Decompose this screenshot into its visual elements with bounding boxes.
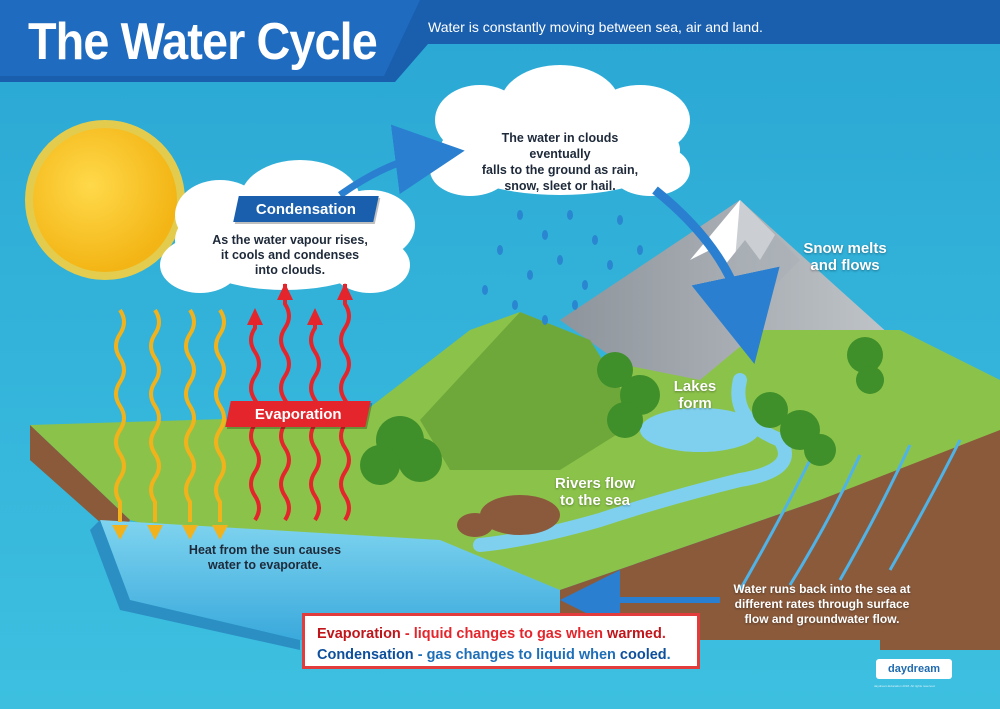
river xyxy=(473,373,792,552)
evaporation-line-1: Heat from the sun causes xyxy=(188,543,342,557)
rivers-flow-label: Rivers flow to the sea xyxy=(540,475,650,509)
heat-ray-arrowheads xyxy=(112,525,228,540)
sun-icon xyxy=(25,120,185,280)
evaporation-description: Heat from the sun causes water to evapor… xyxy=(180,543,350,573)
heat-rays xyxy=(114,308,226,522)
soil-left-edge xyxy=(30,425,130,540)
evaporation-line-2: water to evaporate. xyxy=(208,558,322,572)
rocks xyxy=(457,495,560,537)
definitions-legend: Evaporation - liquid changes to gas when… xyxy=(302,613,700,669)
condensation-line-2: it cools and condenses xyxy=(220,248,360,262)
condensation-label: Condensation xyxy=(256,200,356,218)
rivers-line-1: Rivers flow xyxy=(554,475,636,492)
rain-drops xyxy=(482,210,643,325)
precipitation-description: The water in clouds eventually falls to … xyxy=(470,130,650,194)
daydream-logo: daydream xyxy=(876,659,952,679)
evaporation-keyword: warmed xyxy=(607,626,662,642)
sea-water xyxy=(100,520,560,640)
page-subtitle: Water is constantly moving between sea, … xyxy=(428,19,763,35)
snow-line-2: and flows xyxy=(810,257,880,274)
precipitation-line-3: snow, sleet or hail. xyxy=(504,179,616,193)
title-band xyxy=(0,0,420,76)
runoff-line-2: different rates through surface xyxy=(734,597,910,611)
condensation-line-3: into clouds. xyxy=(254,263,326,277)
condensation-term: Condensation xyxy=(317,647,414,663)
precipitation-line-2: falls to the ground as rain, xyxy=(481,163,639,177)
trees xyxy=(360,337,884,485)
condensation-def-text: gas changes to liquid when xyxy=(426,647,620,663)
groundwater-channels xyxy=(738,439,962,591)
condensation-keyword: cooled xyxy=(619,647,667,663)
precipitation-arrow xyxy=(652,186,780,364)
evaporation-end: . xyxy=(661,626,666,642)
lakes-line-2: form xyxy=(678,395,712,412)
runoff-line-1: Water runs back into the sea at xyxy=(733,582,911,596)
page-title: The Water Cycle xyxy=(28,13,378,71)
condensation-end: . xyxy=(666,647,671,663)
green-hill xyxy=(420,312,640,470)
lakes-form-label: Lakes form xyxy=(665,378,725,412)
evaporation-term: Evaporation xyxy=(317,626,401,642)
evaporation-label: Evaporation xyxy=(254,405,342,423)
rivers-line-2: to the sea xyxy=(559,492,631,509)
condensation-line-1: As the water vapour rises, xyxy=(212,233,368,247)
copyright-text: daydream Education 2018. All rights rese… xyxy=(874,684,936,688)
runoff-description: Water runs back into the sea at differen… xyxy=(722,582,922,627)
condensation-dash: - xyxy=(413,647,427,663)
condensation-description: As the water vapour rises, it cools and … xyxy=(205,233,375,278)
evaporation-definition: Evaporation - liquid changes to gas when… xyxy=(317,624,687,645)
cloud-movement-arrow xyxy=(337,124,465,198)
lakes-line-1: Lakes xyxy=(673,378,717,395)
condensation-definition: Condensation - gas changes to liquid whe… xyxy=(317,645,687,666)
evaporation-def-text: liquid changes to gas when xyxy=(413,626,608,642)
evaporation-ray-arrowheads xyxy=(247,283,353,325)
evaporation-banner: Evaporation xyxy=(225,401,371,427)
runoff-line-3: flow and groundwater flow. xyxy=(744,612,900,626)
condensation-banner: Condensation xyxy=(233,196,379,222)
lake xyxy=(640,408,760,452)
snow-melts-label: Snow melts and flows xyxy=(795,240,895,274)
precipitation-line-1: The water in clouds eventually xyxy=(501,131,619,161)
snow-line-1: Snow melts xyxy=(803,240,887,257)
evaporation-dash: - xyxy=(400,626,414,642)
sea-side xyxy=(90,520,300,650)
